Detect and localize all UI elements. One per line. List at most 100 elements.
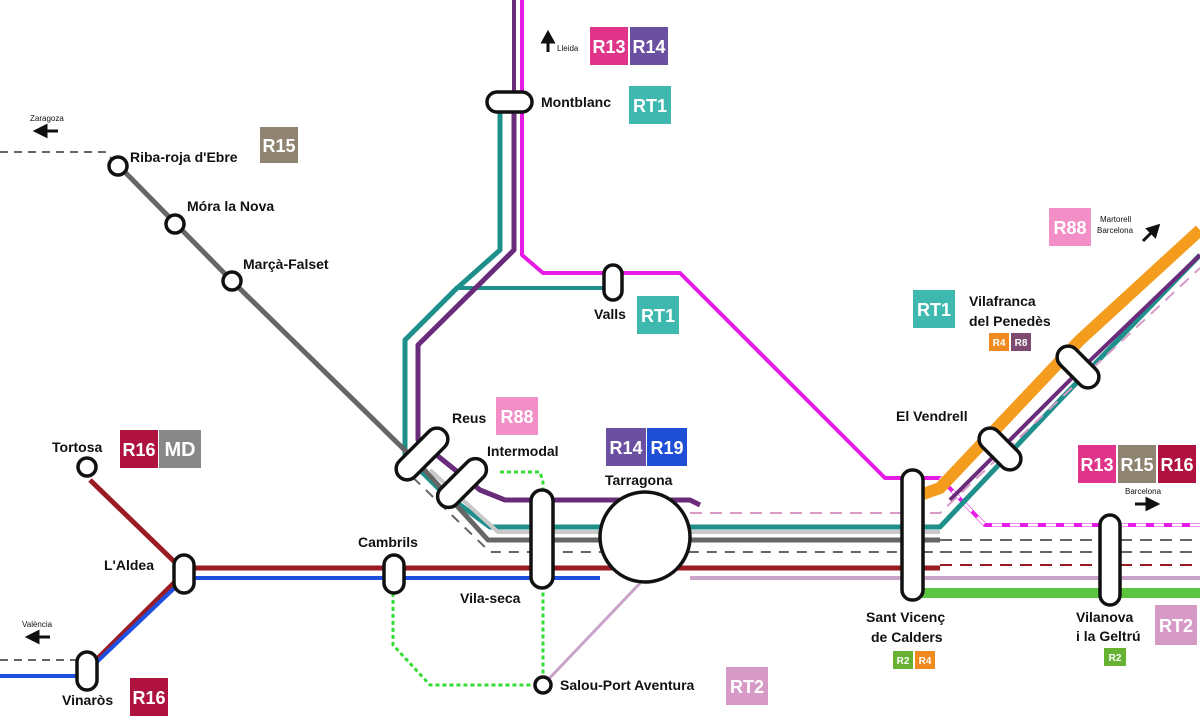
badge-text: R13 [1080,455,1113,475]
badge-barcelona-r16[interactable] [1158,445,1196,483]
station-riba-roja-marker[interactable] [107,155,129,177]
badge-text: R16 [132,688,165,708]
badge-text: R16 [122,440,155,460]
arrow-left-icon [32,123,58,139]
arrow-up-icon [540,29,556,52]
station-label-reus: Reus [452,410,486,426]
station-label-salou: Salou-Port Aventura [560,677,695,693]
direction-label-martorell-1: Martorell [1100,215,1131,224]
station-label-el-vendrell: El Vendrell [896,408,968,424]
station-sant-vicenc-marker[interactable] [900,468,925,602]
badge-text: R4 [993,338,1006,349]
badge-text: R14 [632,37,665,57]
station-vilanova-marker[interactable] [1098,513,1122,607]
badge-tarragona-r19[interactable] [647,428,687,466]
station-label-montblanc: Montblanc [541,94,611,110]
station-valls-marker[interactable] [602,263,624,302]
badge-vilafranca-r4[interactable] [989,333,1009,351]
station-label-vinaros: Vinaròs [62,692,113,708]
station-label-vilanova-1: Vilanova [1076,609,1134,625]
station-label-marca: Marçà-Falset [243,256,329,272]
direction-indicators: Lleida Zaragoza València Martorell Barce… [22,29,1162,645]
station-laldea-marker[interactable] [172,553,196,595]
badge-santvicenc-r2[interactable] [893,651,913,669]
station-el-vendrell-marker[interactable] [975,424,1026,475]
badge-lleida-r14[interactable] [630,27,668,65]
track-darkred [86,478,940,670]
station-vinaros-marker[interactable] [75,650,99,692]
badge-vilanova-r2[interactable] [1104,648,1126,666]
station-montblanc-marker[interactable] [485,90,534,114]
station-marca-marker[interactable] [221,270,243,292]
direction-barcelona: Barcelona [1125,487,1162,512]
station-label-laldea: L'Aldea [104,557,154,573]
station-label-sant-vicenc-2: de Calders [871,629,943,645]
badge-salou-rt2[interactable] [726,667,768,705]
badge-text: RT2 [730,677,764,697]
station-mora-marker[interactable] [164,213,186,235]
badge-barcelona-r15[interactable] [1118,445,1156,483]
direction-label-zaragoza: Zaragoza [30,114,64,123]
direction-lleida: Lleida [540,29,579,53]
arrow-right-icon [1135,496,1161,512]
badge-text: R15 [1120,455,1153,475]
direction-label-valencia: València [22,620,53,629]
station-salou-marker[interactable] [533,675,553,695]
station-label-tarragona: Tarragona [605,472,673,488]
station-tortosa-marker[interactable] [76,456,98,478]
direction-valencia: València [22,620,53,645]
badge-vinaros-r16[interactable] [130,678,168,716]
badge-text: R15 [262,136,295,156]
badge-valls-rt1[interactable] [637,296,679,334]
station-label-vila-seca: Vila-seca [460,590,521,606]
station-markers [75,90,1122,695]
station-cambrils-marker[interactable] [382,553,406,595]
badge-montblanc-rt1[interactable] [629,86,671,124]
badge-vilafranca-rt1[interactable] [913,290,955,328]
station-label-vilafranca-2: del Penedès [969,313,1051,329]
badge-text: R88 [1053,218,1086,238]
badge-tortosa-r16[interactable] [120,430,158,468]
badge-text: R16 [1160,455,1193,475]
badge-vilanova-rt2[interactable] [1155,605,1197,645]
station-label-valls: Valls [594,306,626,322]
badge-text: MD [164,439,195,461]
badge-riba-r15[interactable] [260,127,298,163]
badge-barcelona-r13[interactable] [1078,445,1116,483]
badge-text: R14 [609,438,642,458]
badge-lleida-r13[interactable] [590,27,628,65]
station-vila-seca-marker[interactable] [529,488,555,590]
badge-martorell-r88[interactable] [1049,208,1091,246]
station-label-riba-roja: Riba-roja d'Ebre [130,149,238,165]
badge-santvicenc-r4[interactable] [915,651,935,669]
badge-text: R4 [919,656,932,667]
track-grey-zaragoza [0,151,119,166]
station-intermodal-marker[interactable] [433,454,491,512]
badge-text: R8 [1015,338,1028,349]
track-orange [909,225,1200,504]
station-tarragona-marker[interactable] [598,490,692,584]
badge-reus-r88[interactable] [496,397,538,435]
direction-martorell: Martorell Barcelona [1097,215,1161,243]
arrow-left-icon [24,629,50,645]
station-label-vilafranca-1: Vilafranca [969,293,1036,309]
station-reus-marker[interactable] [392,424,453,485]
badge-text: R88 [500,407,533,427]
badge-text: R13 [592,37,625,57]
station-vilafranca-marker[interactable] [1053,342,1104,393]
station-label-tortosa: Tortosa [52,439,103,455]
direction-label-martorell-2: Barcelona [1097,226,1134,235]
badge-text: RT1 [633,96,667,116]
station-label-vilanova-2: i la Geltrú [1076,628,1141,644]
badge-tortosa-md[interactable] [159,430,201,468]
badge-vilafranca-r8[interactable] [1011,333,1031,351]
station-label-mora: Móra la Nova [187,198,274,214]
badge-text: R2 [897,656,910,667]
badge-text: RT1 [917,300,951,320]
badge-tarragona-r14[interactable] [606,428,646,466]
station-label-intermodal: Intermodal [487,443,559,459]
station-label-cambrils: Cambrils [358,534,418,550]
direction-label-lleida: Lleida [557,44,579,53]
track-rt2-salou [541,576,647,687]
